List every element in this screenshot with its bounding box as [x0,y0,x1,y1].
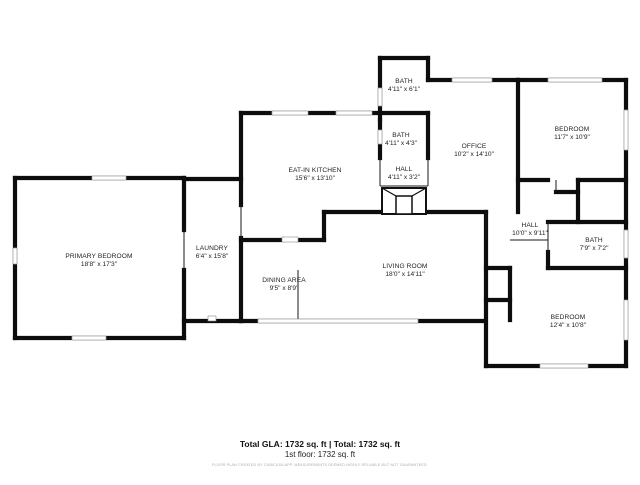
window [12,247,18,265]
room-dims-dining-area: 9'5" x 8'9" [270,285,299,292]
window [257,318,419,324]
room-name-laundry: LAUNDRY [196,245,229,252]
room-dims-bath-upper: 4'11" x 6'1" [388,86,421,93]
room-name-hall-small: HALL [396,166,413,173]
room-dims-office: 10'2" x 14'10" [454,151,494,158]
window [377,129,383,145]
disclaimer: FLOOR PLAN CREATED BY CUBICASA APP. MEAS… [212,463,428,467]
window [271,110,309,116]
room-name-primary-bedroom: PRIMARY BEDROOM [65,253,132,260]
room-name-bath-upper: BATH [395,78,413,85]
room-dims-hall-small: 4'11" x 3'2" [388,174,421,181]
fireplace-line [411,187,427,197]
door-marker [91,175,127,181]
door-marker [281,236,299,243]
room-name-living-room: LIVING ROOM [382,263,427,270]
door-marker [207,315,217,322]
window [377,87,383,107]
room-dims-bedroom-upper: 11'7" x 10'9" [554,134,590,141]
room-name-office: OFFICE [462,143,487,150]
room-dims-bath-right: 7'9" x 7'2" [580,245,609,252]
fireplace-firebox [395,195,413,215]
room-name-bedroom-lower: BEDROOM [551,314,586,321]
fireplace-line [381,187,397,197]
window [623,229,629,259]
room-name-hall-right: HALL [522,222,539,229]
room-dims-primary-bedroom: 18'8" x 17'3" [81,261,118,268]
area-summary: Total GLA: 1732 sq. ft | Total: 1732 sq.… [239,439,401,449]
fireplace [381,187,427,215]
room-name-eat-in-kitchen: EAT-IN KITCHEN [289,167,342,174]
room-name-dining-area: DINING AREA [262,277,306,284]
fixtures [91,175,299,322]
window [539,363,589,369]
room-dims-bath-middle: 4'11" x 4'3" [385,140,418,147]
room-dims-hall-right: 10'0" x 9'11" [512,230,548,237]
room-name-bedroom-upper: BEDROOM [555,126,590,133]
room-name-bath-middle: BATH [392,132,410,139]
room-name-bath-right: BATH [585,237,603,244]
room-dims-bedroom-lower: 12'4" x 10'8" [550,322,587,329]
window [623,109,629,151]
window [451,77,493,83]
window [335,110,373,116]
room-dims-living-room: 18'0" x 14'11" [385,271,425,278]
room-dims-laundry: 6'4" x 15'8" [196,253,229,260]
window [623,299,629,341]
floor-area: 1st floor: 1732 sq. ft [284,450,356,459]
room-dims-eat-in-kitchen: 15'6" x 13'10" [295,175,335,182]
interior-partitions [183,158,557,321]
window [547,77,603,83]
window [71,335,107,341]
windows [12,77,629,369]
